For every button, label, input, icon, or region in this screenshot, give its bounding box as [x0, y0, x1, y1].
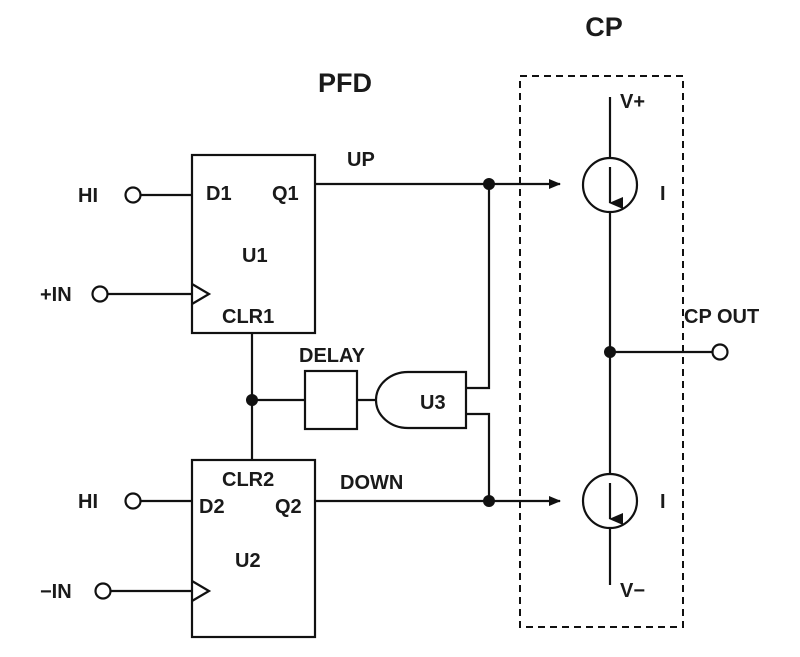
v-minus-label: V−: [620, 580, 645, 602]
up-label: UP: [347, 149, 375, 171]
in-plus-terminal: [91, 285, 109, 303]
u2-clock-triangle: [191, 580, 212, 602]
u1-flipflop: [190, 153, 317, 335]
cp-out-label: CP OUT: [684, 306, 759, 328]
hi-top-label: HI: [78, 185, 98, 207]
and-gate-label: U3: [420, 392, 446, 414]
u1-clr-label: CLR1: [222, 306, 274, 328]
cp-out-terminal: [711, 343, 729, 361]
u2-name: U2: [235, 550, 261, 572]
down-label: DOWN: [340, 472, 403, 494]
u1-clock-triangle: [191, 283, 212, 305]
delay-label: DELAY: [299, 345, 366, 367]
bottom-current-label: I: [660, 491, 666, 513]
in-plus-label: +IN: [40, 284, 72, 306]
u1-name: U1: [242, 245, 268, 267]
top-current-label: I: [660, 183, 666, 205]
in-minus-label: −IN: [40, 581, 72, 603]
hi-bottom-terminal: [124, 492, 142, 510]
u2-q-label: Q2: [275, 496, 302, 518]
reset-node: [246, 394, 258, 406]
u1-q-label: Q1: [272, 183, 299, 205]
v-plus-label: V+: [620, 91, 645, 113]
u1-d-label: D1: [206, 183, 232, 205]
hi-bottom-label: HI: [78, 491, 98, 513]
delay-block: [303, 369, 359, 431]
and-gate-u3: [374, 370, 468, 430]
u2-flipflop: [190, 458, 317, 639]
cp-title: CP: [585, 12, 623, 42]
in-minus-terminal: [94, 582, 112, 600]
hi-top-terminal: [124, 186, 142, 204]
pfd-title: PFD: [318, 68, 372, 98]
u2-clr-label: CLR2: [222, 469, 274, 491]
u2-d-label: D2: [199, 496, 225, 518]
